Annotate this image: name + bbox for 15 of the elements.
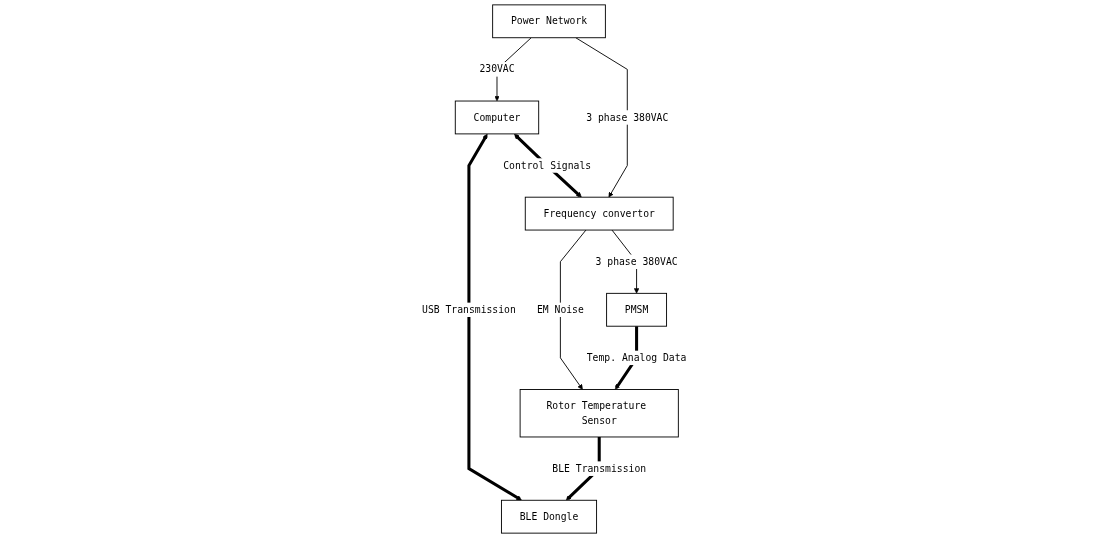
arrow bbox=[467, 133, 522, 501]
edge-label: USB Transmission bbox=[421, 303, 516, 316]
edge-label: Temp. Analog Data bbox=[586, 351, 687, 364]
edge-label: Control Signals bbox=[503, 159, 591, 172]
edge-label: 230VAC bbox=[479, 63, 515, 75]
node-box: BLE Dongle bbox=[500, 499, 597, 534]
node-box: Computer bbox=[454, 100, 539, 135]
edge-label: EM Noise bbox=[536, 303, 584, 316]
edge-label: 3 phase 380VAC bbox=[595, 255, 678, 268]
node-box: Frequency convertor bbox=[524, 196, 674, 231]
node-box: PMSM bbox=[605, 292, 667, 327]
node-box: Rotor Temperature Sensor bbox=[519, 389, 679, 438]
edge-label: 3 phase 380VAC bbox=[586, 111, 669, 123]
node-box: Power Network bbox=[491, 4, 606, 39]
edge-label: BLE Transmission bbox=[552, 462, 646, 475]
